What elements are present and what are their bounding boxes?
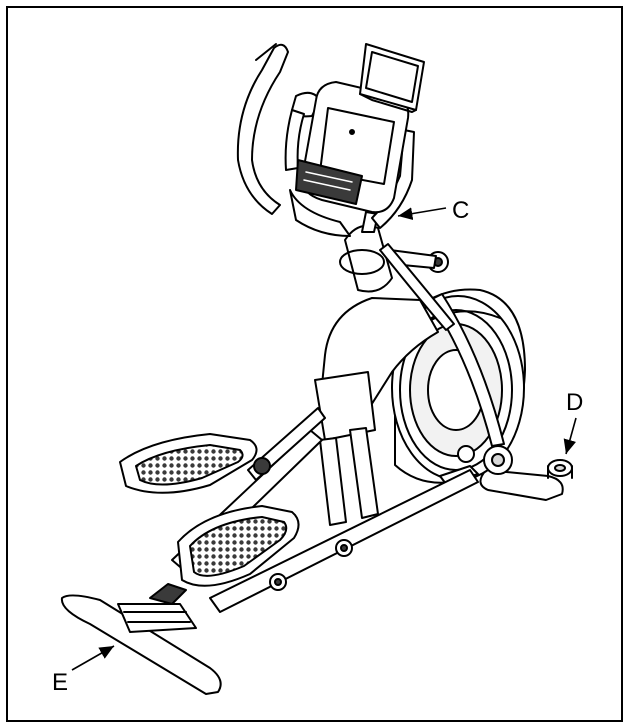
upright-column [339,211,449,293]
callout-label-e: E [52,669,68,696]
front-stabilizer [60,583,222,695]
right-stride-rail [209,469,479,613]
rear-stabilizer [479,459,573,501]
main-frame [314,297,439,526]
callout-label-d: D [566,389,583,416]
console [289,43,425,237]
callout-c: C [397,197,469,224]
callout-d: D [563,389,583,455]
left-pedal [119,433,271,494]
callout-e: E [52,645,115,696]
callout-label-c: C [452,197,469,224]
left-handlebar [236,43,321,215]
right-pedal [177,505,300,587]
